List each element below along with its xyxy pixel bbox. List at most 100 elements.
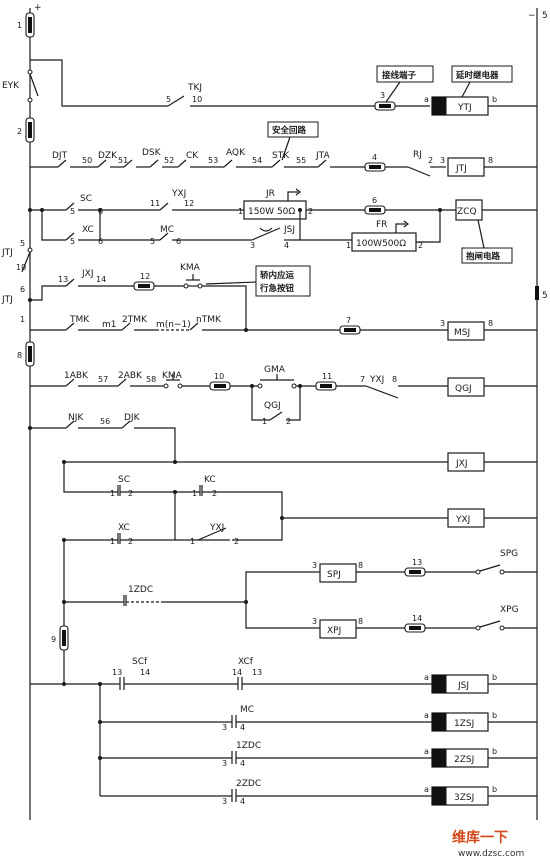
svg-text:1: 1 (20, 315, 25, 324)
svg-text:KMA: KMA (162, 371, 183, 381)
svg-text:1ZDC: 1ZDC (236, 741, 261, 751)
svg-text:7: 7 (346, 316, 351, 325)
svg-text:行急按钮: 行急按钮 (259, 283, 295, 294)
safety-loop-callout (267, 121, 319, 138)
svg-text:58: 58 (146, 375, 156, 384)
svg-text:接线端子: 接线端子 (382, 70, 417, 81)
svg-text:JR: JR (265, 189, 275, 199)
safety-chain (57, 159, 365, 168)
svg-text:YXJ: YXJ (369, 375, 384, 385)
eyk-label: EYK (2, 81, 20, 91)
svg-text:JXJ: JXJ (455, 459, 467, 469)
svg-text:DSK: DSK (142, 148, 162, 158)
svg-text:2: 2 (17, 127, 22, 136)
ytj-relay-coil: YTJ (431, 96, 489, 116)
svg-text:12: 12 (184, 199, 194, 208)
svg-text:1: 1 (17, 21, 22, 30)
svg-text:8: 8 (17, 351, 22, 360)
svg-text:3: 3 (380, 91, 385, 100)
svg-text:55: 55 (296, 156, 306, 165)
svg-text:10: 10 (16, 263, 26, 272)
svg-text:a: a (424, 747, 429, 756)
svg-text:7: 7 (360, 375, 365, 384)
svg-text:50: 50 (82, 156, 92, 165)
svg-text:JTA: JTA (315, 151, 330, 161)
minus-rail-label: − (528, 11, 536, 21)
svg-text:14: 14 (96, 275, 106, 284)
svg-text:1ZDC: 1ZDC (128, 585, 153, 595)
svg-text:13: 13 (58, 275, 68, 284)
xpj-relay-coil: XPJ (319, 619, 357, 639)
svg-text:6: 6 (372, 196, 377, 205)
svg-text:DJT: DJT (52, 151, 68, 161)
svg-text:54: 54 (252, 156, 262, 165)
svg-text:SPG: SPG (500, 549, 518, 559)
svg-text:www.dzsc.com: www.dzsc.com (458, 849, 524, 859)
svg-text:100W500Ω: 100W500Ω (356, 239, 406, 249)
svg-text:NJK: NJK (68, 413, 84, 423)
svg-text:b: b (492, 711, 497, 720)
svg-text:安全回路: 安全回路 (272, 125, 307, 136)
svg-text:1: 1 (262, 417, 267, 426)
svg-text:1: 1 (238, 207, 243, 216)
svg-text:13: 13 (412, 558, 422, 567)
svg-text:8: 8 (488, 156, 493, 165)
svg-text:3: 3 (222, 759, 227, 768)
svg-text:5: 5 (20, 239, 25, 248)
svg-text:JXJ: JXJ (81, 269, 93, 279)
svg-text:XC: XC (118, 523, 130, 533)
svg-text:2ABK: 2ABK (118, 371, 143, 381)
watermark-logo: 维库一下 www.dzsc.com (452, 829, 524, 859)
svg-text:13: 13 (112, 668, 122, 677)
svg-text:QGJ: QGJ (264, 401, 281, 411)
svg-text:1: 1 (190, 537, 195, 546)
svg-text:MC: MC (160, 225, 174, 235)
svg-text:a: a (424, 711, 429, 720)
svg-text:YXJ: YXJ (171, 189, 186, 199)
svg-text:53: 53 (208, 156, 218, 165)
svg-text:FR: FR (376, 220, 387, 230)
svg-text:4: 4 (372, 153, 377, 162)
svg-text:1: 1 (346, 241, 351, 250)
svg-text:nTMK: nTMK (196, 315, 222, 325)
zcq-brake-coil: ZCQ (455, 199, 483, 221)
tkj-label: TKJ (187, 83, 202, 93)
svg-text:3: 3 (250, 241, 255, 250)
svg-text:2: 2 (128, 489, 133, 498)
svg-text:3: 3 (222, 723, 227, 732)
fuse-9: 9 (51, 625, 69, 651)
svg-text:SC: SC (80, 194, 92, 204)
svg-text:SPJ: SPJ (327, 570, 341, 580)
jsj-relay-coil: JSJ (431, 674, 489, 694)
svg-text:5: 5 (166, 95, 171, 104)
svg-text:XPJ: XPJ (327, 626, 341, 636)
svg-text:3: 3 (440, 156, 445, 165)
svg-text:9: 9 (51, 635, 56, 644)
svg-text:2: 2 (308, 207, 313, 216)
svg-text:a: a (424, 673, 429, 682)
svg-text:XPG: XPG (500, 605, 519, 615)
svg-text:150W 50Ω: 150W 50Ω (248, 207, 295, 217)
svg-text:6: 6 (176, 237, 181, 246)
svg-text:KMA: KMA (180, 263, 201, 273)
msj-relay-coil: MSJ (447, 321, 485, 341)
1zsj-relay-coil: 1ZSJ (431, 712, 489, 732)
yxj-relay-coil: YXJ (447, 508, 485, 528)
svg-text:DZK: DZK (98, 151, 118, 161)
svg-text:1: 1 (110, 537, 115, 546)
svg-text:1: 1 (192, 489, 197, 498)
svg-text:4: 4 (284, 241, 289, 250)
svg-text:56: 56 (100, 417, 110, 426)
jr-resistor: 150W 50Ω JR (243, 188, 307, 220)
svg-text:11: 11 (150, 199, 160, 208)
fuse-2: 2 (17, 117, 35, 143)
svg-text:延时继电器: 延时继电器 (455, 70, 499, 81)
fuse-1: 1 (17, 12, 35, 38)
svg-text:4: 4 (240, 723, 245, 732)
svg-text:5: 5 (70, 237, 75, 246)
svg-text:2TMK: 2TMK (122, 315, 148, 325)
svg-text:RJ: RJ (413, 150, 422, 160)
svg-text:2: 2 (428, 156, 433, 165)
svg-text:YTJ: YTJ (457, 103, 472, 113)
